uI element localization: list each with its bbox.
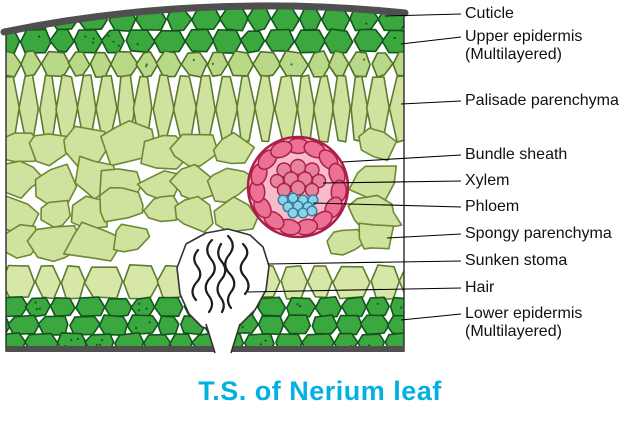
label-hair: Hair	[465, 279, 494, 297]
diagram-title: T.S. of Nerium leaf	[198, 376, 442, 406]
label-phloem-text: Phloem	[465, 198, 520, 215]
cuticle-band	[0, 2, 409, 36]
label-bundle-sheath: Bundle sheath	[465, 146, 567, 164]
phloem-cells	[277, 192, 319, 219]
tissue	[6, 6, 404, 352]
xylem-cells	[269, 158, 327, 198]
vascular-bundle	[246, 135, 350, 239]
label-sunken-stoma: Sunken stoma	[465, 252, 567, 270]
label-sunken-stoma-text: Sunken stoma	[465, 252, 568, 269]
leader-lines	[247, 13, 462, 321]
label-lower-epidermis: Lower epidermis(Multilayered)	[465, 305, 582, 341]
label-spongy-text: Spongy parenchyma	[465, 225, 612, 242]
label-hair-text: Hair	[465, 279, 495, 296]
label-phloem: Phloem	[465, 198, 519, 216]
label-cuticle-text: Cuticle	[465, 5, 514, 22]
stomatal-lips	[205, 323, 241, 354]
label-palisade-parenchyma: Palisade parenchyma	[465, 92, 619, 110]
label-xylem-text: Xylem	[465, 172, 510, 189]
label-upper-epidermis-sub: (Multilayered)	[465, 46, 562, 63]
label-upper-epidermis: Upper epidermis(Multilayered)	[465, 28, 582, 64]
label-cuticle: Cuticle	[465, 5, 514, 23]
label-spongy-parenchyma: Spongy parenchyma	[465, 225, 612, 243]
label-upper-epidermis-text: Upper epidermis	[465, 28, 583, 45]
label-lower-epidermis-text: Lower epidermis	[465, 305, 583, 322]
label-bundle-sheath-text: Bundle sheath	[465, 146, 568, 163]
upper-epidermis-layer	[6, 6, 404, 78]
label-palisade-text: Palisade parenchyma	[465, 92, 619, 109]
hair-strands	[191, 234, 250, 314]
stomatal-opening	[206, 324, 240, 353]
label-xylem: Xylem	[465, 172, 509, 190]
label-lower-epidermis-sub: (Multilayered)	[465, 323, 562, 340]
sunken-stoma-cavity	[176, 228, 270, 333]
